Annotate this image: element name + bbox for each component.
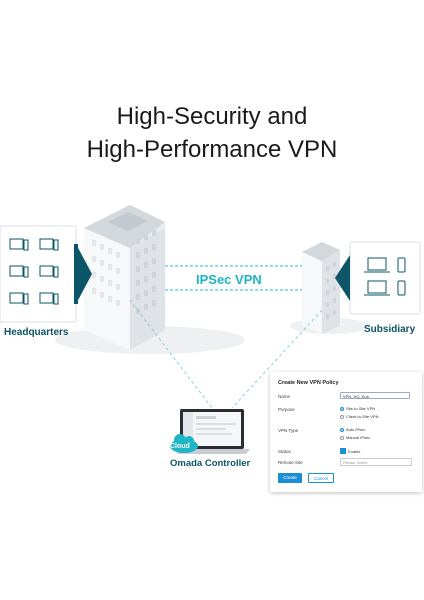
- subsidiary-device-panel: [335, 241, 421, 315]
- purpose-option-site[interactable]: Site-to-Site VPN: [340, 406, 375, 411]
- subsidiary-label: Subsidiary: [364, 324, 416, 335]
- cancel-button[interactable]: Cancel: [308, 473, 334, 483]
- vpn-type-option-manual[interactable]: Manual IPsec: [340, 435, 370, 440]
- name-input[interactable]: VPN_HQ_Sub: [340, 392, 410, 399]
- page-title-line2: High-Performance VPN: [86, 136, 338, 163]
- checkbox-checked-icon: [340, 448, 346, 454]
- vpn-policy-dialog: Create New VPN Policy Name VPN_HQ_Sub Pu…: [270, 372, 422, 492]
- desktop-icons: [9, 238, 59, 305]
- remote-site-select[interactable]: Please Select: [340, 458, 412, 466]
- remote-site-label: Remote Site: [278, 460, 303, 465]
- subsidiary-building-icon: [302, 242, 340, 334]
- page-title-line1: High-Security and: [116, 103, 308, 130]
- cloud-label: Cloud: [170, 443, 190, 450]
- hq-controller-link: [129, 299, 213, 409]
- dialog-title: Create New VPN Policy: [278, 380, 339, 386]
- sub-controller-link: [231, 309, 323, 409]
- status-enable-checkbox[interactable]: Enable: [340, 448, 360, 454]
- radio-selected-icon: [340, 427, 344, 432]
- radio-selected-icon: [340, 406, 344, 411]
- ipsec-vpn-label: IPSec VPN: [196, 272, 262, 287]
- hq-label: Headquarters: [4, 327, 69, 338]
- vpn-type-option-auto[interactable]: Auto IPsec: [340, 427, 365, 432]
- purpose-label: Purpose: [278, 407, 295, 412]
- radio-icon: [340, 435, 344, 440]
- status-label: Status: [278, 449, 291, 454]
- vpn-type-label: VPN Type: [278, 428, 299, 433]
- name-label: Name: [278, 394, 291, 399]
- purpose-option-client[interactable]: Client-to-Site VPN: [340, 414, 378, 419]
- laptop-phone-icons: [364, 257, 406, 296]
- radio-icon: [340, 414, 344, 419]
- create-button[interactable]: Create: [278, 473, 302, 483]
- cloud-icon: [170, 434, 198, 453]
- omada-controller-label: Omada Controller: [170, 458, 251, 469]
- hq-device-panel: [0, 225, 92, 323]
- hq-building-icon: [84, 205, 165, 350]
